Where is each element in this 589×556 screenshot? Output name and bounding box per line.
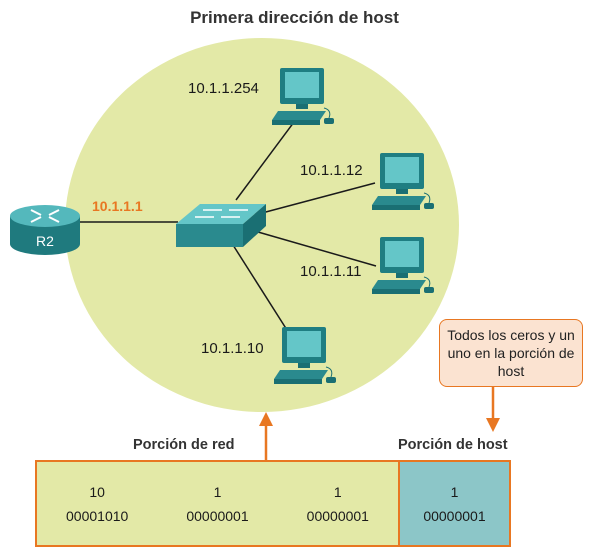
switch-host-link bbox=[261, 182, 376, 214]
network-octet: 10 00001010 bbox=[37, 462, 157, 545]
octet-decimal: 1 bbox=[213, 483, 222, 500]
octet-decimal: 10 bbox=[89, 483, 105, 500]
network-portion-arrow bbox=[259, 412, 273, 460]
callout-text: Todos los ceros y un uno en la porción d… bbox=[447, 327, 575, 379]
octet-binary: 00001010 bbox=[66, 507, 129, 524]
switch-host-link bbox=[232, 244, 288, 331]
diagram-title: Primera dirección de host bbox=[190, 8, 399, 27]
host-portion-label: Porción de host bbox=[398, 437, 508, 453]
router-interface-ip: 10.1.1.1 bbox=[92, 198, 143, 214]
router-icon: R2 bbox=[10, 205, 80, 255]
switch-icon bbox=[176, 204, 266, 247]
router-label: R2 bbox=[36, 233, 54, 249]
octet-binary: 00000001 bbox=[186, 507, 249, 524]
address-octet-table: 10 00001010 1 00000001 1 00000001 1 0000… bbox=[35, 460, 511, 547]
octet-binary: 00000001 bbox=[306, 507, 369, 524]
host-octet: 1 00000001 bbox=[397, 462, 509, 545]
octet-binary: 00000001 bbox=[423, 507, 486, 524]
host-portion-callout: Todos los ceros y un uno en la porción d… bbox=[439, 319, 583, 387]
octet-decimal: 1 bbox=[450, 483, 459, 500]
host-ip-label: 10.1.1.11 bbox=[300, 263, 362, 280]
switch-host-link bbox=[257, 231, 377, 267]
network-octet: 1 00000001 bbox=[157, 462, 277, 545]
octet-decimal: 1 bbox=[333, 483, 342, 500]
network-portion-label: Porción de red bbox=[133, 437, 235, 453]
switch-host-link bbox=[235, 121, 295, 201]
host-ip-label: 10.1.1.254 bbox=[188, 80, 259, 97]
host-callout-arrow bbox=[486, 387, 500, 432]
host-ip-label: 10.1.1.10 bbox=[201, 340, 264, 357]
network-octet: 1 00000001 bbox=[278, 462, 398, 545]
host-ip-label: 10.1.1.12 bbox=[300, 162, 363, 179]
